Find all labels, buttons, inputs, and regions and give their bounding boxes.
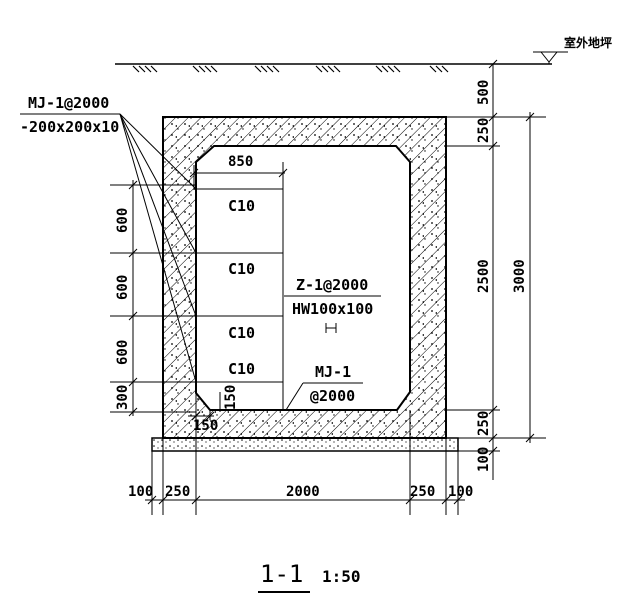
small-dims: 150 150 — [188, 385, 239, 434]
svg-text:2500: 2500 — [476, 259, 492, 293]
section-scale: 1:50 — [322, 567, 361, 586]
svg-text:@2000: @2000 — [310, 387, 355, 405]
svg-text:2000: 2000 — [286, 484, 320, 500]
section-number: 1-1 — [260, 560, 303, 588]
svg-text:MJ-1@2000: MJ-1@2000 — [28, 94, 109, 112]
svg-text:250: 250 — [165, 484, 190, 500]
channel-label-3: C10 — [228, 324, 255, 342]
svg-text:850: 850 — [228, 154, 253, 170]
svg-text:600: 600 — [115, 340, 131, 365]
embed-bottom-label: MJ-1 @2000 — [285, 363, 363, 411]
svg-text:600: 600 — [115, 208, 131, 233]
svg-text:HW100x100: HW100x100 — [292, 300, 373, 318]
svg-text:Z-1@2000: Z-1@2000 — [296, 276, 368, 294]
ground-level-symbol: 室外地坪 — [533, 35, 612, 64]
dim-850: 850 — [189, 154, 288, 190]
svg-text:3000: 3000 — [512, 259, 528, 293]
left-dims: 600 600 600 300 — [110, 180, 196, 417]
svg-text:MJ-1: MJ-1 — [315, 363, 351, 381]
section-title: 1-1 1:50 — [258, 560, 361, 593]
svg-text:100: 100 — [448, 484, 473, 500]
channel-label-1: C10 — [228, 197, 255, 215]
svg-text:250: 250 — [476, 411, 492, 436]
svg-text:250: 250 — [476, 118, 492, 143]
column-label: Z-1@2000 HW100x100 — [284, 276, 381, 333]
channel-label-2: C10 — [228, 260, 255, 278]
svg-text:150: 150 — [223, 385, 239, 410]
cushion-slab — [151, 437, 459, 452]
svg-text:-200x200x10: -200x200x10 — [20, 118, 119, 136]
svg-text:600: 600 — [115, 275, 131, 300]
ground-level-label: 室外地坪 — [564, 35, 612, 50]
svg-text:250: 250 — [410, 484, 435, 500]
svg-text:300: 300 — [115, 385, 131, 410]
svg-text:150: 150 — [193, 418, 218, 434]
bottom-dims: 100 250 2000 250 100 — [128, 410, 473, 515]
soil-hatch — [132, 65, 449, 73]
right-dims: 500 250 2500 250 100 3000 — [446, 59, 546, 480]
embed-callout: MJ-1@2000 -200x200x10 — [20, 94, 197, 383]
channel-lines — [194, 188, 283, 383]
svg-text:500: 500 — [476, 80, 492, 105]
svg-text:100: 100 — [476, 447, 492, 472]
channel-label-4: C10 — [228, 360, 255, 378]
svg-text:100: 100 — [128, 484, 153, 500]
wall-aggregate — [163, 117, 446, 438]
